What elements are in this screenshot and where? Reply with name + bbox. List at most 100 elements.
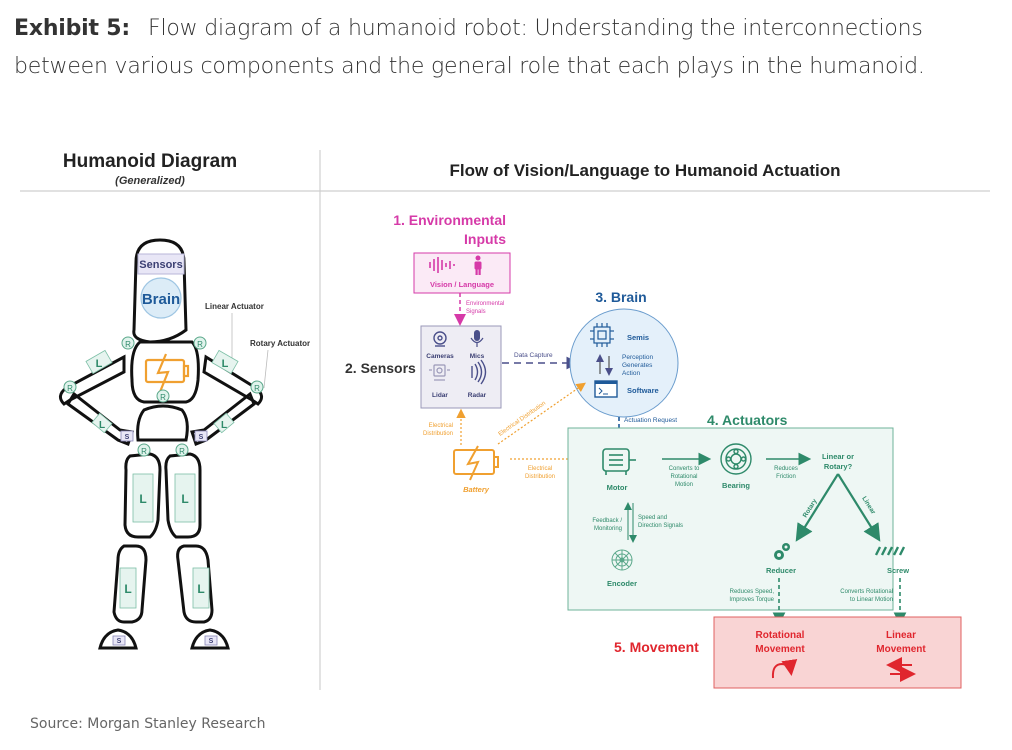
svg-text:S: S bbox=[125, 434, 130, 441]
reducer-note-line2: Improves Torque bbox=[729, 597, 774, 603]
encoder-icon bbox=[611, 549, 633, 571]
svg-text:R: R bbox=[197, 340, 203, 349]
converts-line2: Rotational bbox=[670, 474, 697, 480]
rotational-line2: Movement bbox=[755, 644, 805, 655]
battery-dist-sensors-line1: Electrical bbox=[429, 423, 453, 429]
robot-torso bbox=[130, 340, 200, 404]
svg-text:L: L bbox=[99, 420, 105, 431]
reduces-line2: Friction bbox=[776, 474, 796, 480]
actuation-request-label: Actuation Request bbox=[624, 417, 677, 424]
soundwave-icon bbox=[429, 257, 455, 273]
movement-title: 5. Movement bbox=[614, 639, 699, 655]
env-signal-line2: Signals bbox=[466, 309, 486, 315]
rotary-joint-marker: R bbox=[250, 380, 264, 394]
svg-text:L: L bbox=[221, 420, 227, 431]
rotary-joint-marker: R bbox=[121, 336, 135, 350]
rotary-callout-line bbox=[263, 349, 269, 389]
robot-right-thigh bbox=[164, 452, 202, 539]
reducer-gears-icon bbox=[774, 543, 790, 560]
robot-pelvis bbox=[136, 404, 189, 442]
perception-line2: Generates bbox=[622, 362, 653, 369]
linear-actuator-marker: L bbox=[192, 567, 210, 609]
feedback-line2: Monitoring bbox=[594, 526, 622, 532]
screw-note-line1: Converts Rotational bbox=[840, 589, 893, 595]
env-signal-line1: Environmental bbox=[466, 301, 504, 307]
svg-text:R: R bbox=[67, 384, 73, 393]
linear-branch-arrow bbox=[837, 473, 881, 542]
svg-text:L: L bbox=[139, 492, 146, 506]
linear-actuator-marker: L bbox=[211, 349, 239, 375]
reducer-note-line1: Reduces Speed, bbox=[730, 589, 775, 595]
reduces-line1: Reduces bbox=[774, 466, 798, 472]
converts-line3: Motion bbox=[675, 482, 693, 488]
sensor-item-cameras: Cameras bbox=[426, 353, 454, 360]
svg-text:L: L bbox=[96, 358, 103, 370]
svg-text:L: L bbox=[124, 582, 131, 596]
rotary-markers: R R R R R R R bbox=[63, 336, 264, 457]
bearing-label: Bearing bbox=[722, 481, 750, 490]
left-panel-subtitle: (Generalized) bbox=[115, 175, 185, 187]
brain-circle bbox=[140, 277, 182, 319]
exhibit-caption: Exhibit 5:Flow diagram of a humanoid rob… bbox=[14, 10, 974, 86]
vision-language-label: Vision / Language bbox=[430, 280, 494, 289]
semis-label: Semis bbox=[627, 333, 649, 342]
robot-right-foot bbox=[190, 628, 230, 650]
battery-dist-brain-label: Electrical Distribution bbox=[498, 401, 547, 438]
rotational-arrow-icon bbox=[771, 658, 798, 679]
svg-text:L: L bbox=[181, 492, 188, 506]
svg-text:R: R bbox=[160, 393, 166, 402]
sensor-marker: S bbox=[204, 635, 218, 646]
env-title-line1: 1. Environmental bbox=[393, 212, 506, 228]
battery-label: Battery bbox=[463, 485, 490, 494]
speed-line1: Speed and bbox=[638, 515, 667, 521]
svg-text:R: R bbox=[179, 447, 185, 456]
battery-source-icon bbox=[453, 445, 499, 481]
feedback-line1: Feedback / bbox=[592, 518, 622, 524]
battery-dist-motor-line2: Distribution bbox=[525, 474, 555, 480]
bearing-icon bbox=[720, 443, 752, 475]
perception-line3: Action bbox=[622, 370, 640, 377]
encoder-label: Encoder bbox=[607, 579, 637, 588]
radar-icon bbox=[471, 359, 487, 385]
linear-arrows-icon bbox=[886, 657, 916, 682]
rotary-joint-marker: R bbox=[137, 443, 151, 457]
rotational-line1: Rotational bbox=[756, 630, 805, 641]
right-panel-title: Flow of Vision/Language to Humanoid Actu… bbox=[450, 161, 841, 180]
left-panel-title: Humanoid Diagram bbox=[63, 151, 237, 172]
battery-to-brain-arrow bbox=[497, 382, 586, 445]
battery-icon bbox=[144, 353, 190, 393]
software-terminal-icon bbox=[594, 380, 618, 398]
linear-markers: L L L L L L L L bbox=[85, 349, 239, 609]
sensors-title: 2. Sensors bbox=[345, 360, 416, 376]
lidar-icon bbox=[429, 364, 450, 381]
exhibit-label: Exhibit 5: bbox=[14, 16, 130, 41]
battery-dist-sensors-line2: Distribution bbox=[423, 431, 453, 437]
linear-actuator-marker: L bbox=[91, 412, 113, 434]
sensor-marker: S bbox=[194, 430, 208, 442]
sensor-marker: S bbox=[112, 635, 126, 646]
svg-text:S: S bbox=[209, 638, 214, 645]
choice-line2: Rotary? bbox=[824, 462, 853, 471]
person-icon bbox=[474, 255, 482, 275]
source-note: Source: Morgan Stanley Research bbox=[30, 716, 266, 732]
motor-label: Motor bbox=[607, 483, 628, 492]
robot-left-foot bbox=[98, 628, 138, 650]
screw-note-line2: to Linear Motion bbox=[850, 597, 893, 603]
motor-icon bbox=[602, 448, 636, 475]
sensor-item-radar: Radar bbox=[468, 392, 487, 399]
screw-icon bbox=[874, 546, 906, 556]
sensor-markers: S S S S bbox=[112, 430, 218, 646]
reducer-label: Reducer bbox=[766, 566, 796, 575]
linear-actuator-marker: L bbox=[119, 567, 137, 609]
vision-language-box bbox=[413, 252, 511, 294]
linear-actuator-marker: L bbox=[174, 473, 196, 523]
svg-text:S: S bbox=[117, 638, 122, 645]
rotary-joint-marker: R bbox=[193, 336, 207, 350]
linear-actuator-marker: L bbox=[213, 412, 235, 434]
rotary-joint-marker: R bbox=[156, 389, 170, 403]
camera-icon bbox=[433, 331, 447, 347]
actuators-title: 4. Actuators bbox=[707, 412, 788, 428]
rotary-joint-marker: R bbox=[63, 380, 77, 394]
env-title-line2: Inputs bbox=[464, 231, 506, 247]
